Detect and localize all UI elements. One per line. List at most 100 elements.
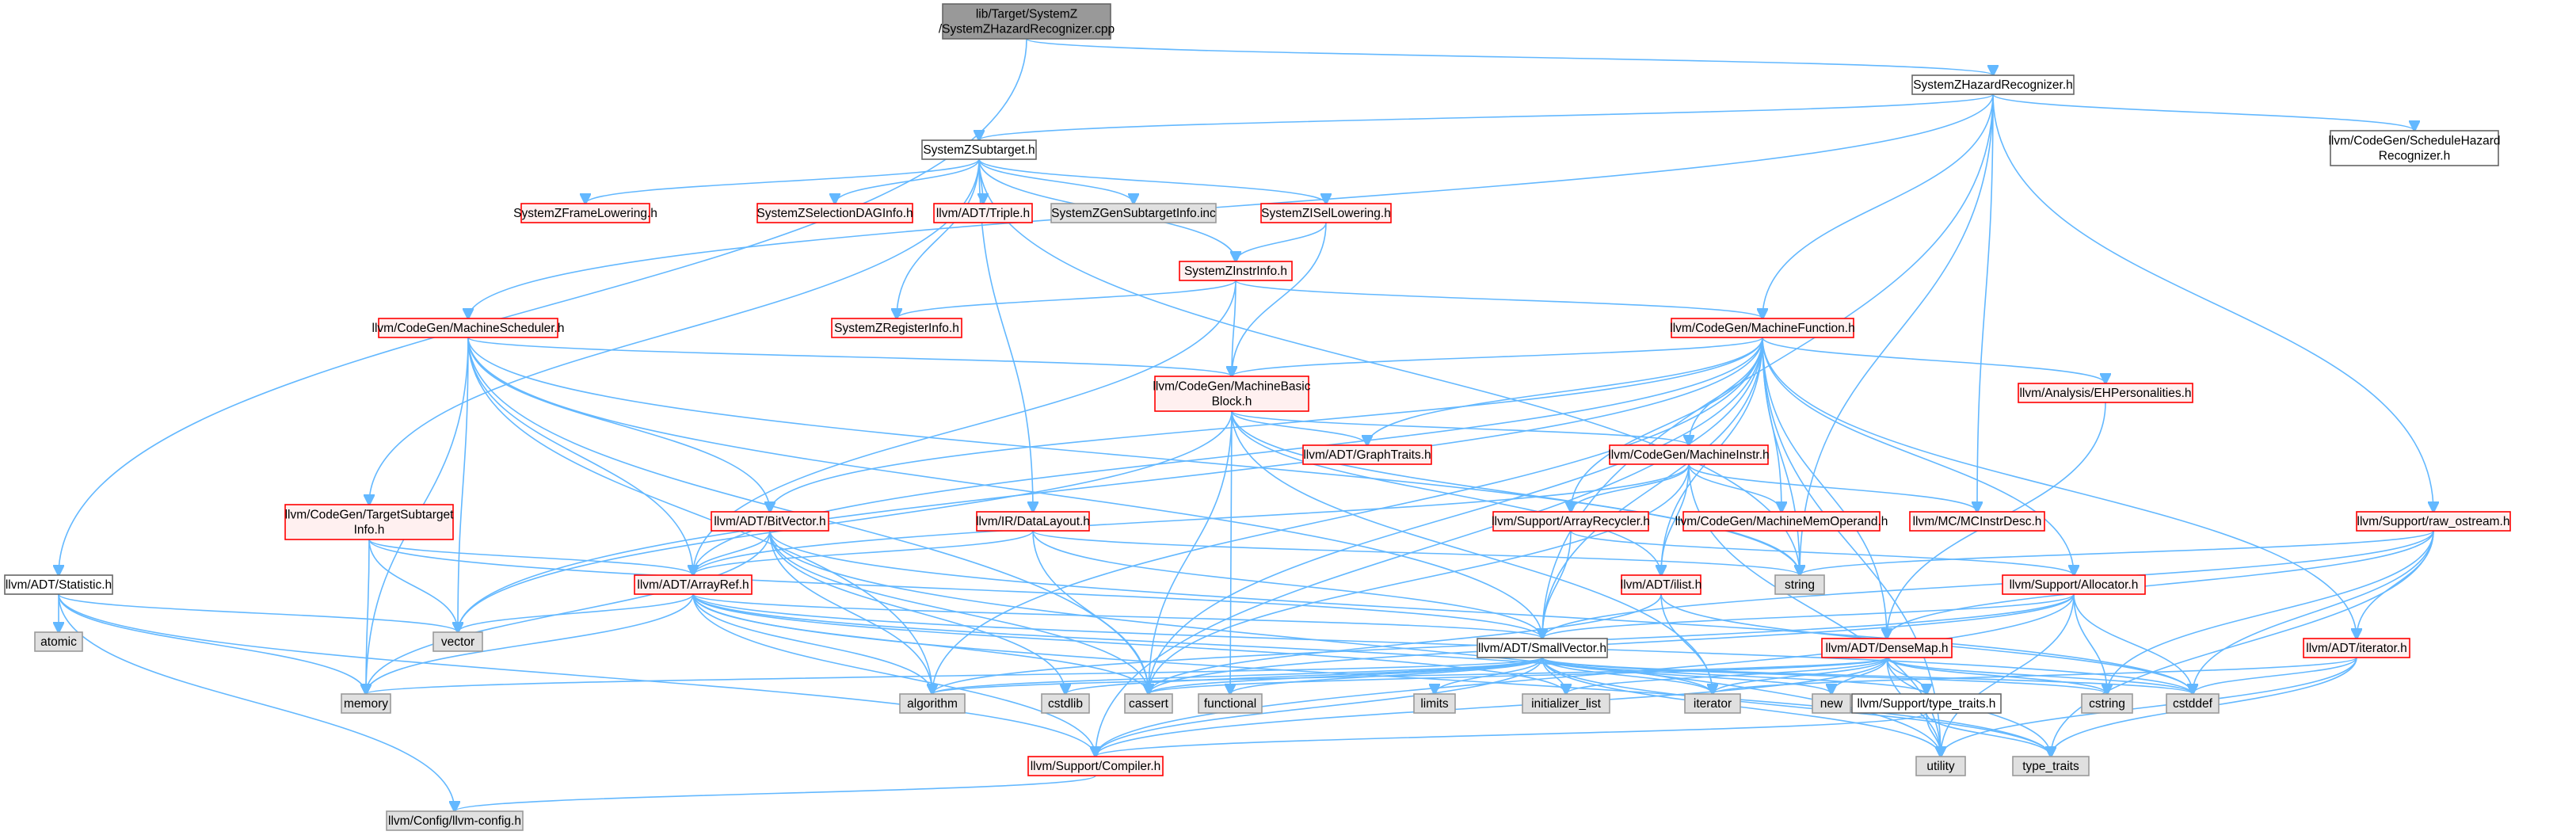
edge-densemap-to-type_traits_h — [1886, 657, 1926, 694]
node-label: llvm/ADT/DenseMap.h — [1825, 642, 1948, 655]
node-box — [933, 203, 1033, 223]
node-type_traits_h[interactable]: llvm/Support/type_traits.h — [1851, 693, 2002, 714]
node-arrayref[interactable]: llvm/ADT/ArrayRef.h — [634, 574, 753, 595]
node-box — [2356, 511, 2511, 532]
edge-statistic-to-vector — [58, 593, 458, 632]
node-box — [34, 631, 83, 652]
edge-mbb-to-cassert — [1149, 410, 1233, 694]
node-new: new — [1812, 693, 1851, 714]
node-arrayrecycler[interactable]: llvm/Support/ArrayRecycler.h — [1492, 511, 1650, 532]
node-framelowering[interactable]: SystemZFrameLowering.h — [513, 203, 657, 223]
node-datalayout[interactable]: llvm/IR/DataLayout.h — [976, 511, 1090, 532]
edge-machinefunc-to-allocator — [1762, 337, 2074, 575]
node-label: llvm/CodeGen/MachineBasic — [1153, 380, 1310, 394]
node-root[interactable]: lib/Target/SystemZ/SystemZHazardRecogniz… — [939, 3, 1115, 40]
node-label: SystemZSubtarget.h — [923, 143, 1035, 157]
node-box — [1851, 693, 2002, 714]
edge-machinefunc-to-vector — [458, 337, 1763, 632]
edge-raw_ostream-to-cstddef — [2193, 530, 2434, 694]
node-utility: utility — [1915, 756, 1966, 776]
node-box — [378, 318, 558, 338]
node-box — [831, 318, 962, 338]
node-box — [1671, 318, 1854, 338]
edge-machinesched-to-algorithm — [467, 337, 932, 694]
node-label: llvm/Support/ArrayRecycler.h — [1492, 515, 1650, 528]
node-memoperand[interactable]: llvm/CodeGen/MachineMemOperand.h — [1675, 511, 1888, 532]
edge-mbb-to-functional — [1230, 410, 1232, 694]
node-cassert: cassert — [1124, 693, 1173, 714]
node-label: llvm/Support/Allocator.h — [2010, 578, 2139, 592]
node-ilist[interactable]: llvm/ADT/ilist.h — [1621, 574, 1701, 595]
edge-raw_ostream-to-cstring — [2107, 530, 2434, 694]
edge-smallvector-to-utility — [1541, 657, 1941, 757]
node-box — [1774, 574, 1825, 595]
node-machinefunc[interactable]: llvm/CodeGen/MachineFunction.h — [1670, 318, 1855, 338]
node-box — [2166, 693, 2220, 714]
node-mcinstrdesc[interactable]: llvm/MC/MCInstrDesc.h — [1909, 511, 2045, 532]
node-box — [899, 693, 966, 714]
edge-machineinstr-to-arrayrecycler — [1571, 463, 1690, 512]
edge-hazard_h-to-string — [1800, 93, 1994, 575]
edge-allocator-to-cstring — [2073, 593, 2107, 694]
node-box — [1041, 693, 1090, 714]
node-iterator_h[interactable]: llvm/ADT/iterator.h — [2303, 638, 2410, 658]
edge-hazard_h-to-machinesched — [468, 93, 1994, 318]
node-label: llvm/CodeGen/ScheduleHazard — [2328, 135, 2500, 148]
node-machinesched[interactable]: llvm/CodeGen/MachineScheduler.h — [372, 318, 565, 338]
node-box — [1621, 574, 1701, 595]
node-instrinfo[interactable]: SystemZInstrInfo.h — [1179, 261, 1293, 281]
edge-subtarget-to-isellowering — [978, 158, 1326, 204]
node-graphtraits[interactable]: llvm/ADT/GraphTraits.h — [1302, 444, 1432, 465]
node-label: SystemZRegisterInfo.h — [834, 322, 959, 335]
node-memory: memory — [341, 693, 391, 714]
node-label: vector — [441, 635, 474, 649]
node-label: atomic — [40, 635, 77, 649]
node-hazard_h[interactable]: SystemZHazardRecognizer.h — [1911, 74, 2075, 95]
edge-root-to-statistic — [59, 38, 1027, 575]
node-label: llvm/ADT/SmallVector.h — [1478, 642, 1606, 655]
edge-subtarget-to-registerinfo — [897, 158, 980, 318]
node-box — [1609, 444, 1769, 465]
node-seldag[interactable]: SystemZSelectionDAGInfo.h — [756, 203, 913, 223]
edge-tsi-to-smallvector — [368, 539, 1542, 639]
node-ehpers[interactable]: llvm/Analysis/EHPersonalities.h — [2018, 383, 2193, 403]
edge-mbb-to-ilist — [1231, 410, 1661, 575]
node-registerinfo[interactable]: SystemZRegisterInfo.h — [831, 318, 962, 338]
edge-hazard_h-to-raw_ostream — [1992, 93, 2433, 512]
node-isellowering[interactable]: SystemZISelLowering.h — [1260, 203, 1392, 223]
node-label: llvm/ADT/ArrayRef.h — [637, 578, 749, 592]
node-box — [1477, 638, 1608, 658]
edge-raw_ostream-to-iterator_h — [2357, 530, 2434, 639]
node-bitvector[interactable]: llvm/ADT/BitVector.h — [711, 511, 829, 532]
node-box — [1911, 74, 2075, 95]
node-subtarget[interactable]: SystemZSubtarget.h — [921, 139, 1037, 160]
edge-machinefunc-to-graphtraits — [1367, 337, 1763, 445]
node-compiler[interactable]: llvm/Support/Compiler.h — [1027, 756, 1164, 776]
edge-compiler-to-llvm_config — [455, 775, 1096, 811]
node-allocator[interactable]: llvm/Support/Allocator.h — [2002, 574, 2146, 595]
edge-densemap-to-init_list — [1566, 657, 1888, 694]
node-triple[interactable]: llvm/ADT/Triple.h — [933, 203, 1033, 223]
edge-arrayrecycler-to-smallvector — [1542, 530, 1572, 639]
node-box — [1027, 756, 1164, 776]
edge-smallvector-to-iterator — [1541, 657, 1713, 694]
node-statistic[interactable]: llvm/ADT/Statistic.h — [4, 574, 113, 595]
node-box — [1684, 693, 1741, 714]
node-label: llvm/CodeGen/MachineScheduler.h — [372, 322, 565, 335]
node-box — [1821, 638, 1953, 658]
node-box — [1124, 693, 1173, 714]
node-label: llvm/ADT/Statistic.h — [6, 578, 112, 592]
node-label: llvm/ADT/BitVector.h — [714, 515, 825, 528]
node-machineinstr[interactable]: llvm/CodeGen/MachineInstr.h — [1608, 444, 1770, 465]
node-label: memory — [344, 697, 388, 711]
node-label: llvm/Support/type_traits.h — [1858, 697, 1996, 711]
node-densemap[interactable]: llvm/ADT/DenseMap.h — [1821, 638, 1953, 658]
node-smallvector[interactable]: llvm/ADT/SmallVector.h — [1477, 638, 1608, 658]
node-box — [284, 504, 454, 540]
node-raw_ostream[interactable]: llvm/Support/raw_ostream.h — [2356, 511, 2511, 532]
